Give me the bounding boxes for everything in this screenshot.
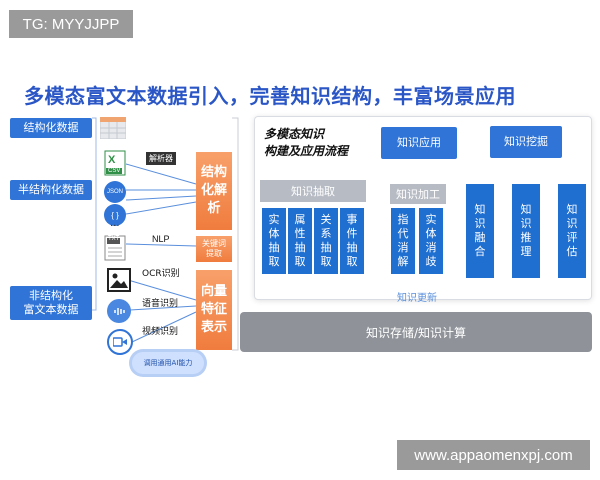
processing-header: 知识加工 <box>390 184 446 204</box>
extraction-item-attribute: 属 性 抽 取 <box>288 208 312 274</box>
processing-item-disambiguation: 实 体 消 歧 <box>419 208 443 274</box>
csv-label: CSV <box>106 168 123 174</box>
video-label: 视频识别 <box>142 327 179 337</box>
txt-file-icon <box>104 235 126 261</box>
ai-cloud: 调用通用AI能力 <box>132 352 204 374</box>
application-box: 知识应用 <box>381 127 457 159</box>
storage-bar: 知识存储/知识计算 <box>240 312 592 352</box>
ai-cloud-label: 调用通用AI能力 <box>143 359 193 367</box>
svg-text:X: X <box>108 154 116 166</box>
evaluation-box: 知 识 评 估 <box>558 184 586 278</box>
source-structured: 结构化数据 <box>10 118 92 138</box>
processing-item-coreference: 指 代 消 解 <box>391 208 415 274</box>
headline: 多模态富文本数据引入，完善知识结构，丰富场景应用 <box>24 84 516 108</box>
fusion-box: 知 识 融 合 <box>466 184 494 278</box>
source-semi-structured: 半结构化数据 <box>10 180 92 200</box>
json-label: JSON <box>106 189 123 195</box>
extraction-item-entity: 实 体 抽 取 <box>262 208 286 274</box>
spreadsheet-icon <box>99 116 127 140</box>
image-icon <box>107 268 131 292</box>
video-icon <box>107 329 133 355</box>
nlp-label: NLP <box>152 234 170 244</box>
source-unstructured: 非结构化 富文本数据 <box>10 286 92 320</box>
brackets-label: { } <box>111 210 119 220</box>
ellipsis-label: ... <box>110 218 120 229</box>
keyword-extract-box: 关键词 提取 <box>196 236 232 262</box>
speech-label: 语音识别 <box>142 299 179 309</box>
brackets-file-icon: { } <box>104 204 126 226</box>
update-label: 知识更新 <box>397 293 437 304</box>
storage-label: 知识存储/知识计算 <box>365 325 467 340</box>
parser-label: 解析器 <box>146 152 176 165</box>
speech-icon <box>107 299 131 323</box>
txt-label: TXT <box>108 236 120 242</box>
structured-parse-box: 结构 化解 析 <box>196 152 232 230</box>
extraction-item-relation: 关 系 抽 取 <box>314 208 338 274</box>
extraction-header: 知识抽取 <box>260 180 366 202</box>
watermark-bottom: www.appaomenxpj.com <box>397 440 590 470</box>
reasoning-box: 知 识 推 理 <box>512 184 540 278</box>
json-file-icon: JSON <box>104 181 126 203</box>
extraction-item-event: 事 件 抽 取 <box>340 208 364 274</box>
vector-repr-box: 向量 特征 表示 <box>196 270 232 350</box>
watermark-top: TG: MYYJJPP <box>9 10 133 38</box>
mining-box: 知识挖掘 <box>490 126 562 158</box>
process-title: 多模态知识 构建及应用流程 <box>264 127 349 158</box>
ocr-label: OCR识别 <box>142 269 180 279</box>
